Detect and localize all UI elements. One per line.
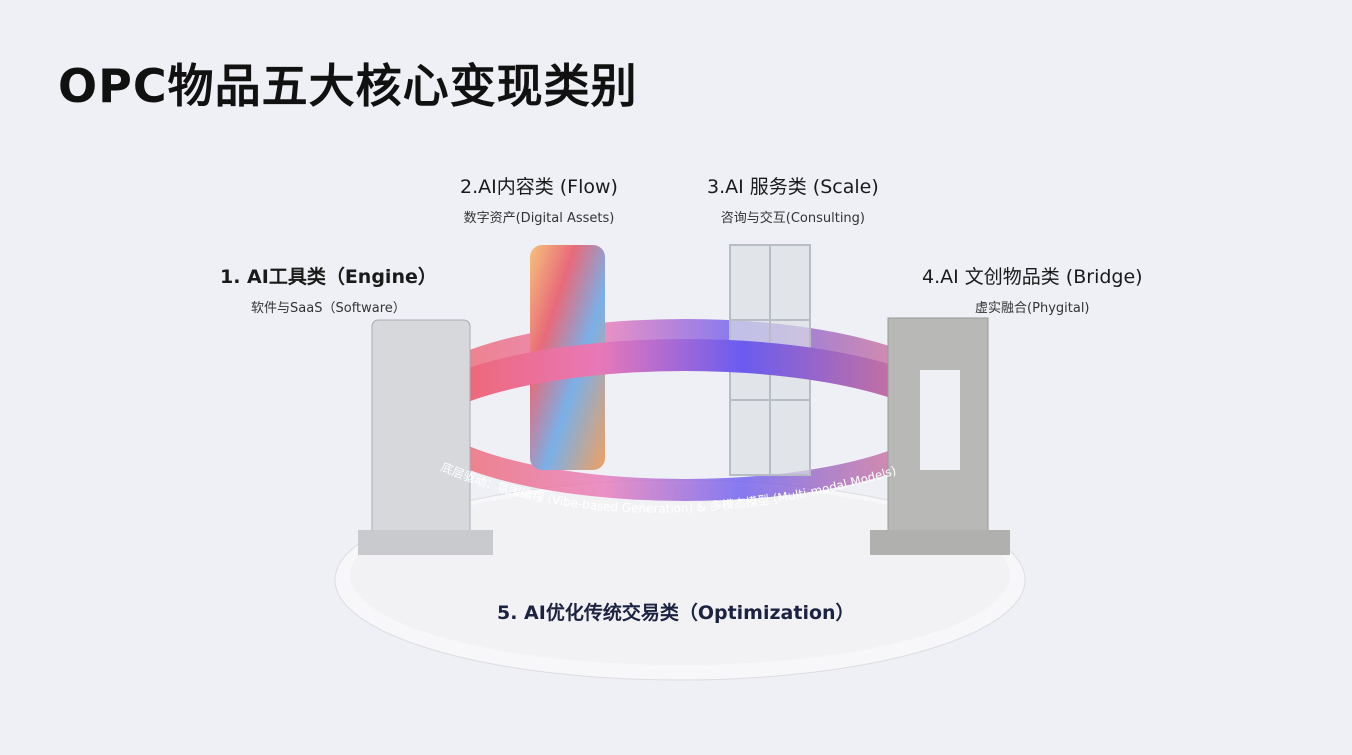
category-bridge: 4.AI 文创物品类 (Bridge) 虚实融合(Phygital) xyxy=(922,266,1143,316)
block-tool xyxy=(371,319,471,541)
category-engine: 1. AI工具类（Engine） 软件与SaaS（Software） xyxy=(220,266,437,316)
page-title: OPC物品五大核心变现类别 xyxy=(58,59,638,113)
category-flow: 2.AI内容类 (Flow) 数字资产(Digital Assets) xyxy=(460,176,618,226)
category-scale: 3.AI 服务类 (Scale) 咨询与交互(Consulting) xyxy=(707,176,879,226)
category-optimization: 5. AI优化传统交易类（Optimization） xyxy=(497,602,855,624)
